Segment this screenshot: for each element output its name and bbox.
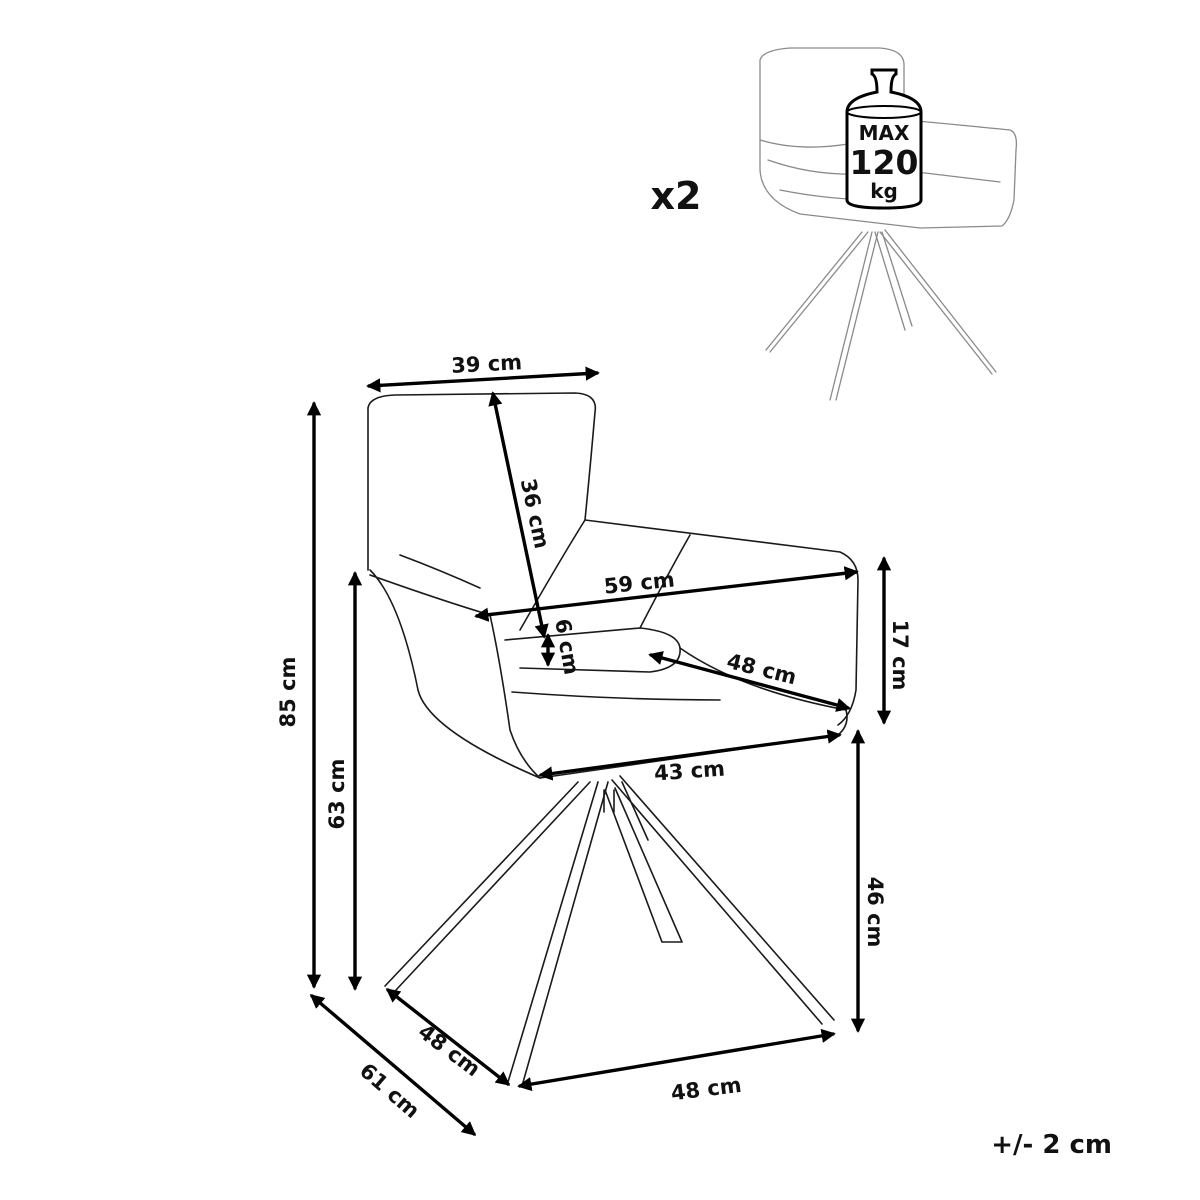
label-arm-gap: 6 cm <box>550 617 583 677</box>
arrow-seat-width <box>538 729 842 781</box>
arrow-total-depth <box>309 994 477 1136</box>
label-seat-width: 43 cm <box>653 757 725 786</box>
badge-max-text: MAX <box>859 121 910 145</box>
max-weight-badge: MAX 120 kg <box>845 68 923 210</box>
quantity-label: x2 <box>651 174 702 218</box>
arrow-seat-depth <box>648 651 851 712</box>
label-back-height: 36 cm <box>516 476 554 550</box>
label-arm-height: 17 cm <box>888 620 912 691</box>
arrow-back-width <box>366 366 600 393</box>
reference-chair-illustration <box>759 47 1018 401</box>
label-seat-height: 46 cm <box>863 877 887 948</box>
label-total-depth: 61 cm <box>355 1058 424 1123</box>
label-back-width: 39 cm <box>451 350 523 378</box>
badge-weight-value: 120 <box>850 143 919 182</box>
label-base-depth: 48 cm <box>414 1019 485 1081</box>
badge-unit-text: kg <box>870 179 898 203</box>
arrow-arm-width <box>474 566 859 622</box>
tolerance-note: +/- 2 cm <box>991 1130 1112 1160</box>
dimension-arrows <box>306 366 892 1136</box>
label-base-width: 48 cm <box>670 1073 743 1105</box>
dimension-labels: 39 cm 36 cm 59 cm 6 cm 48 cm 17 cm 43 cm… <box>276 350 912 1123</box>
label-total-height: 85 cm <box>276 657 300 728</box>
label-arm-floor-height: 63 cm <box>325 759 349 830</box>
main-chair-illustration <box>367 392 859 1087</box>
arrow-base-width <box>517 1028 836 1092</box>
